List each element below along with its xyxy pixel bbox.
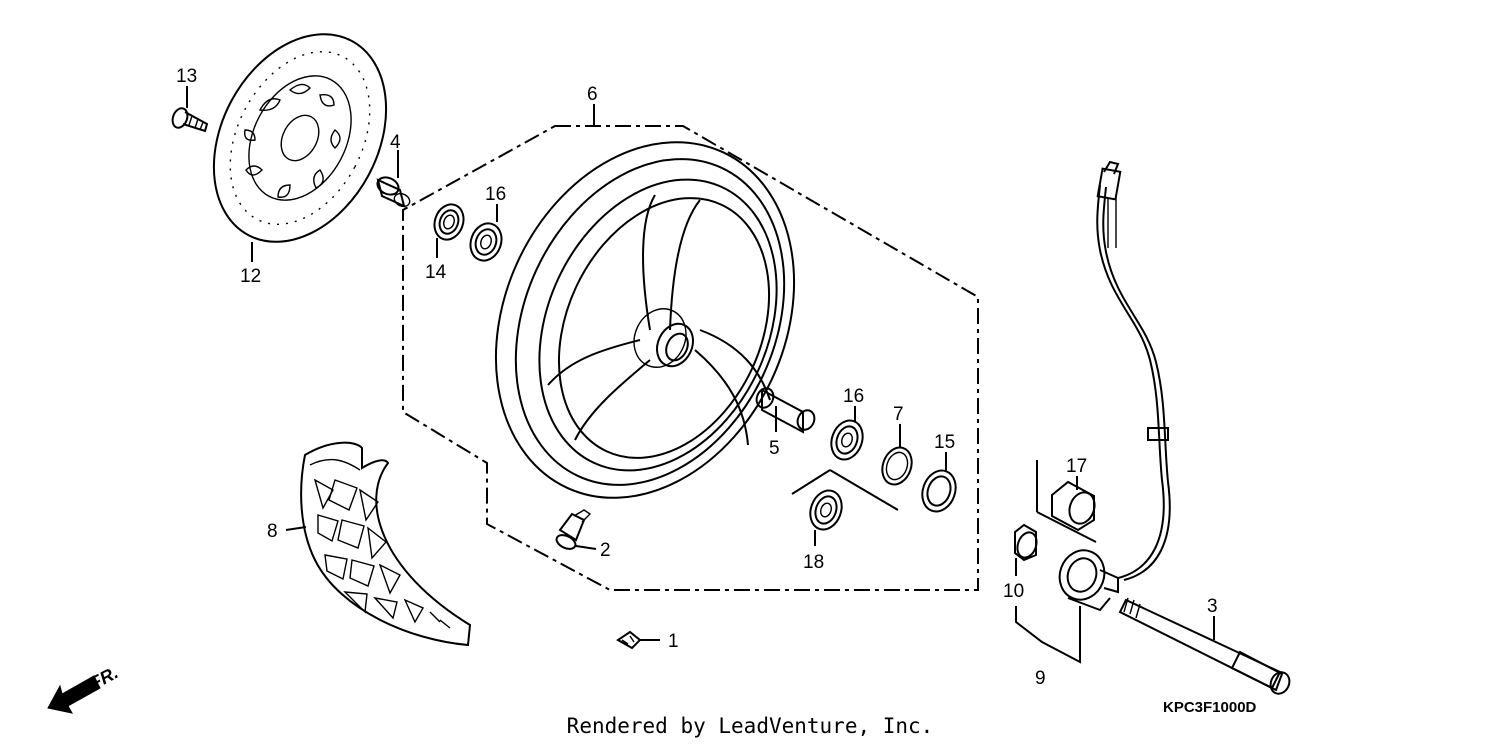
callout-16-lower: 16 (843, 386, 864, 407)
clip[interactable] (616, 630, 642, 650)
callout-13: 13 (176, 66, 197, 87)
callout-3: 3 (1207, 596, 1218, 617)
callout-18: 18 (803, 552, 824, 573)
callout-4: 4 (390, 132, 401, 153)
bearing-left-outer[interactable] (430, 200, 469, 243)
callout-7: 7 (893, 404, 904, 425)
circlip[interactable] (877, 443, 916, 488)
callout-17: 17 (1066, 456, 1087, 477)
collar[interactable] (375, 174, 412, 209)
front-wheel[interactable] (440, 93, 850, 547)
render-credit: Rendered by LeadVenture, Inc. (566, 714, 934, 738)
callout-15: 15 (934, 432, 955, 453)
diagram-code: KPC3F1000D (1163, 699, 1257, 716)
callout-16-upper: 16 (485, 184, 506, 205)
axle-spacer[interactable] (754, 386, 818, 434)
disc-bolt[interactable] (170, 106, 209, 133)
callout-5: 5 (769, 438, 780, 459)
speedometer-gearbox[interactable] (1053, 544, 1119, 612)
callout-8: 8 (267, 521, 278, 542)
callout-2: 2 (600, 540, 611, 561)
tire[interactable] (300, 441, 472, 647)
front-direction-arrow (47, 675, 101, 714)
callout-12: 12 (240, 266, 261, 287)
dust-seal[interactable] (917, 466, 961, 516)
callout-14: 14 (425, 262, 447, 283)
front-axle[interactable] (1118, 597, 1293, 697)
callout-10: 10 (1003, 581, 1024, 602)
bearing-right[interactable] (826, 416, 868, 464)
collar-right[interactable] (1051, 480, 1099, 532)
callout-1: 1 (668, 631, 679, 652)
callout-9: 9 (1035, 668, 1046, 689)
gearbox-retainer[interactable] (1014, 523, 1040, 562)
bearing-lower[interactable] (791, 469, 899, 534)
bearing-left-inner[interactable] (465, 219, 506, 265)
leader-lines (186, 86, 1215, 664)
callout-6: 6 (587, 84, 598, 105)
speedometer-cable[interactable] (1096, 160, 1171, 581)
brake-disc[interactable] (179, 4, 420, 271)
tire-valve[interactable] (554, 509, 592, 552)
collar-right-group-lines (1036, 460, 1097, 543)
